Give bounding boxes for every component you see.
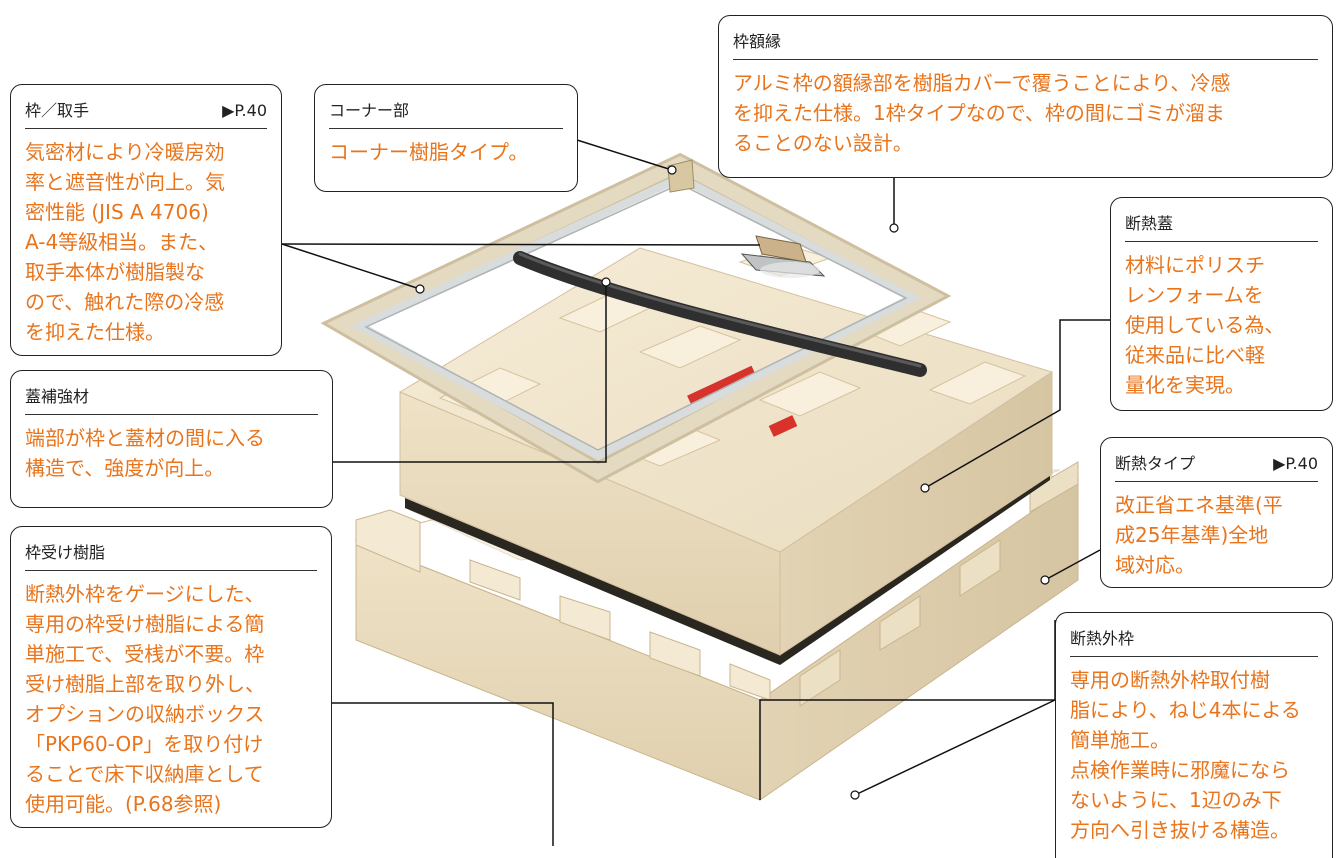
callout-outer-frame: 断熱外枠 専用の断熱外枠取付樹 脂により、ねじ4本による 簡単施工。 点検作業時…	[1055, 612, 1333, 858]
frame-handle	[740, 235, 826, 278]
page-reference: ▶P.40	[1273, 454, 1318, 473]
callout-title: 断熱蓋	[1125, 214, 1174, 233]
callout-frame-border: 枠額縁 アルミ枠の額縁部を樹脂カバーで覆うことにより、冷感 を抑えた仕様。1枠タ…	[718, 15, 1333, 178]
callout-insulated-lid: 断熱蓋 材料にポリスチ レンフォームを 使用している為、 従来品に比べ軽 量化を…	[1110, 197, 1333, 411]
callout-body: 端部が枠と蓋材の間に入る 構造で、強度が向上。	[25, 426, 265, 480]
callout-body: 改正省エネ基準(平 成25年基準)全地 域対応。	[1115, 493, 1283, 577]
reinforcement-bar	[513, 251, 927, 377]
callout-title: 蓋補強材	[25, 387, 90, 406]
callout-frame-handle: 枠／取手 ▶P.40 気密材により冷暖房効 率と遮音性が向上。気 密性能 (JI…	[10, 84, 282, 356]
callout-lid-reinforcement: 蓋補強材 端部が枠と蓋材の間に入る 構造で、強度が向上。	[10, 370, 333, 508]
callout-body: 気密材により冷暖房効 率と遮音性が向上。気 密性能 (JIS A 4706) A…	[25, 140, 225, 344]
callout-title: コーナー部	[329, 101, 410, 120]
callout-corner: コーナー部 コーナー樹脂タイプ。	[314, 84, 578, 192]
callout-title: 枠受け樹脂	[25, 543, 106, 562]
callout-body: 専用の断熱外枠取付樹 脂により、ねじ4本による 簡単施工。 点検作業時に邪魔にな…	[1070, 668, 1301, 842]
callout-body: 材料にポリスチ レンフォームを 使用している為、 従来品に比べ軽 量化を実現。	[1125, 253, 1285, 397]
callout-body: コーナー樹脂タイプ。	[329, 140, 529, 164]
callout-title: 断熱外枠	[1070, 629, 1135, 648]
corner-cap	[667, 159, 695, 193]
callout-title: 枠／取手	[25, 101, 90, 120]
gasket	[405, 470, 1050, 665]
callout-body: アルミ枠の額縁部を樹脂カバーで覆うことにより、冷感 を抑えた仕様。1枠タイプなの…	[733, 71, 1231, 155]
page-reference: ▶P.40	[222, 101, 267, 120]
callout-title: 枠額縁	[733, 32, 782, 51]
callout-frame-receiver: 枠受け樹脂 断熱外枠をゲージにした、 専用の枠受け樹脂による簡 単施工で、受桟が…	[10, 526, 332, 828]
callout-insulation-type: 断熱タイプ ▶P.40 改正省エネ基準(平 成25年基準)全地 域対応。	[1100, 437, 1333, 588]
aluminum-frame	[320, 152, 952, 484]
callout-body: 断熱外枠をゲージにした、 専用の枠受け樹脂による簡 単施工で、受桟が不要。枠 受…	[25, 582, 265, 816]
callout-title: 断熱タイプ	[1115, 454, 1196, 473]
